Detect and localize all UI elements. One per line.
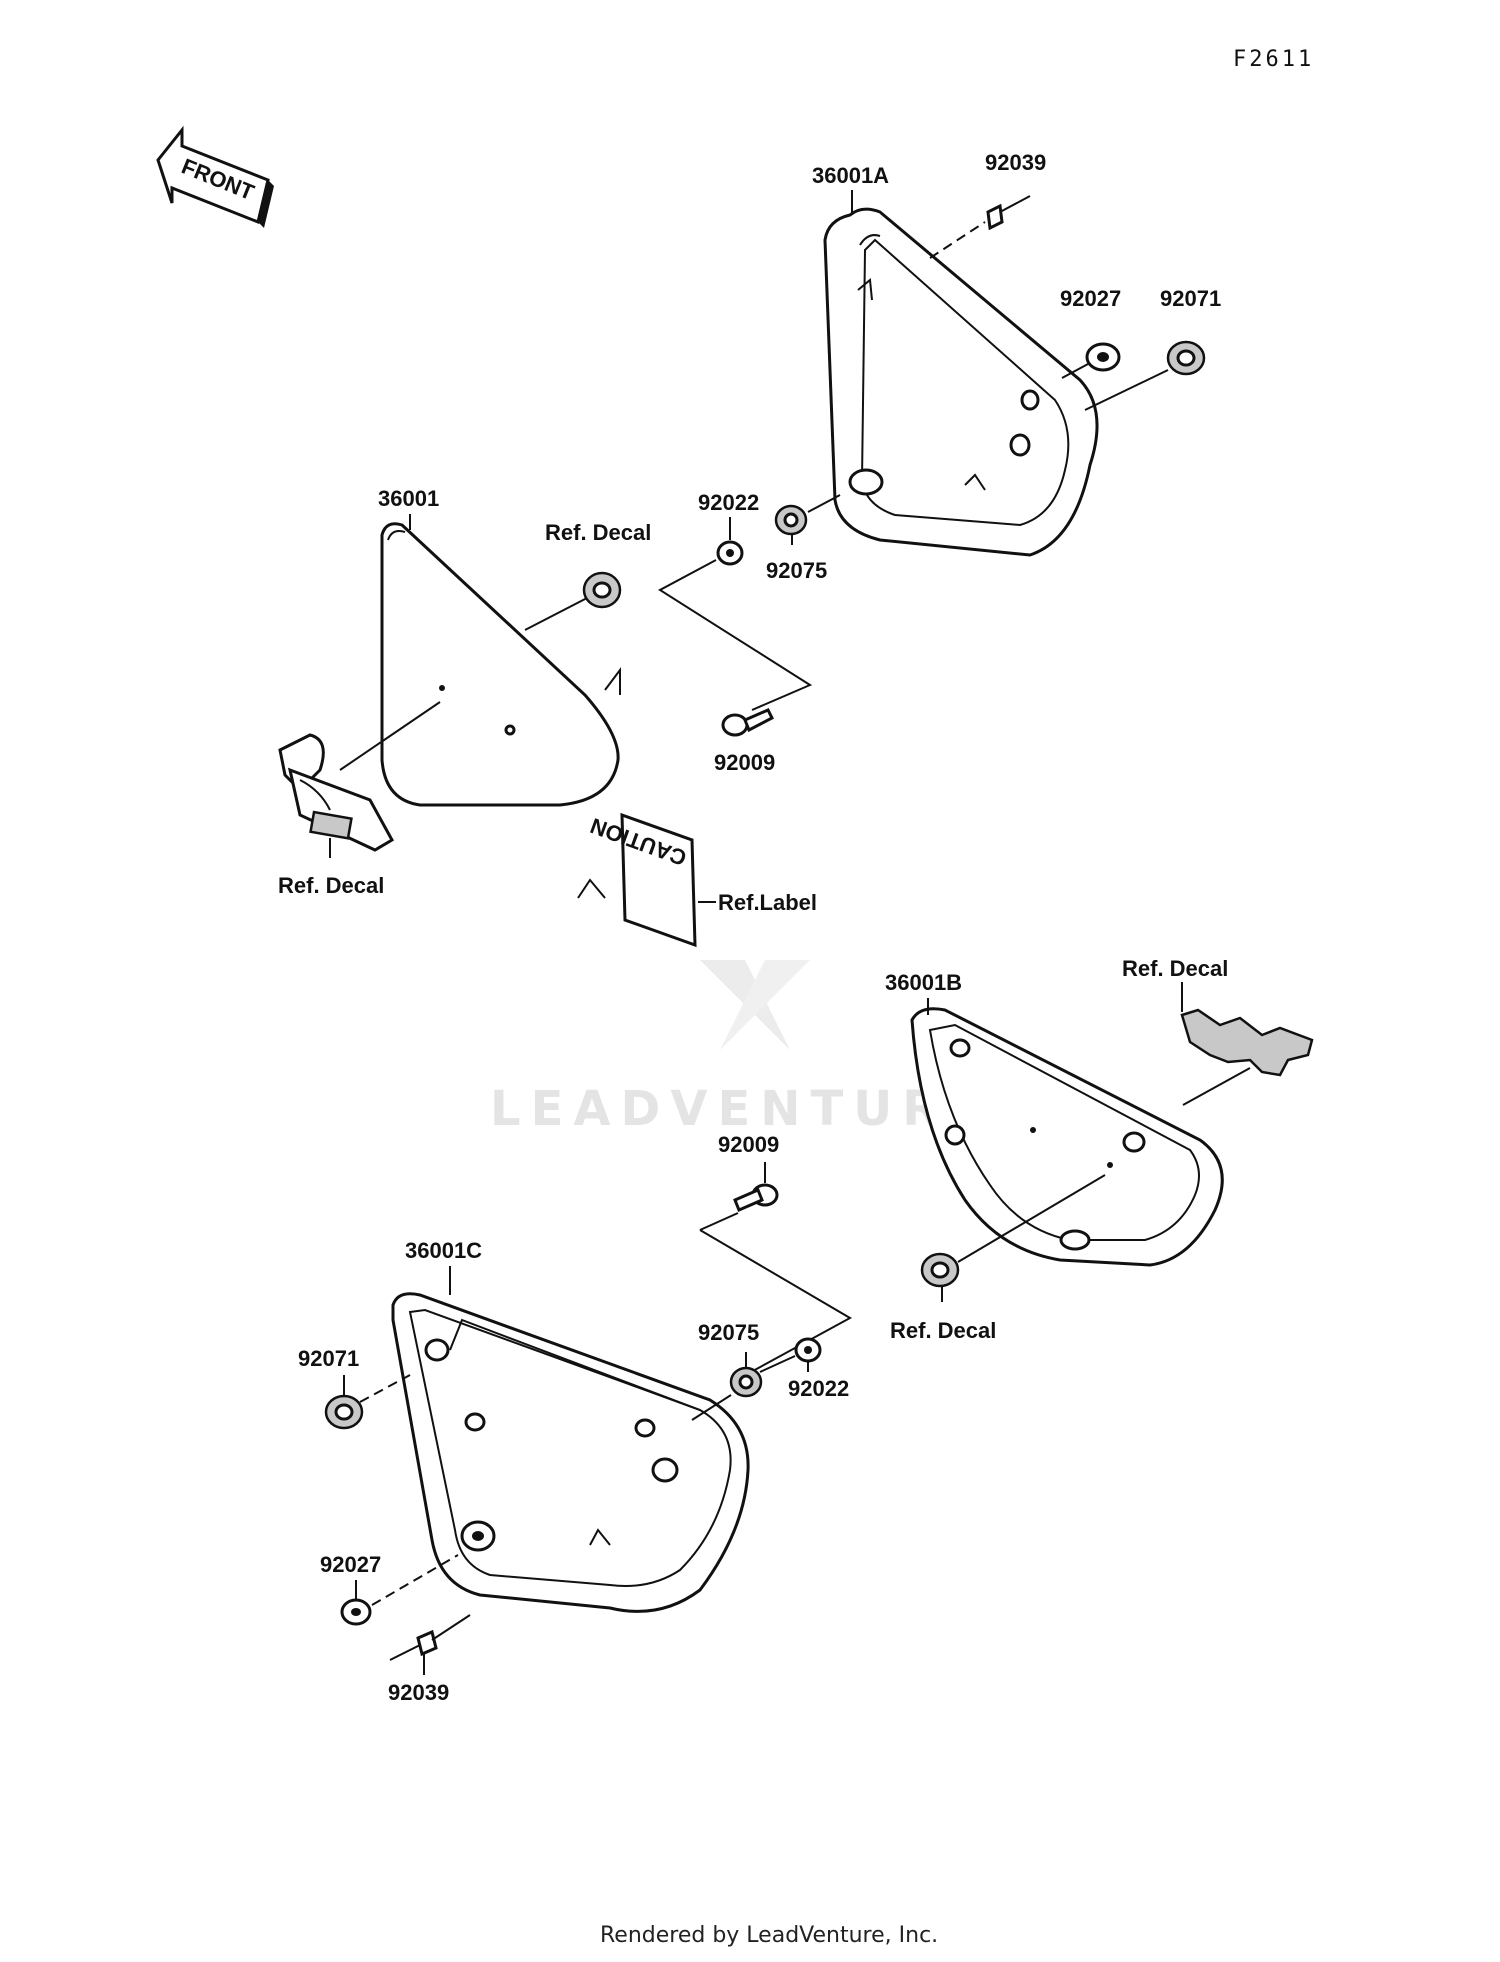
label-92022-top: 92022 bbox=[698, 490, 759, 515]
bolt-92009-top bbox=[721, 708, 775, 737]
ref-decal-strip bbox=[1180, 1008, 1314, 1077]
label-36001b: 36001B bbox=[885, 970, 962, 995]
collar-92027-top bbox=[1085, 342, 1121, 372]
label-ref-decal-vulcan: Ref. Decal bbox=[278, 873, 384, 898]
label-36001: 36001 bbox=[378, 486, 439, 511]
side-cover-36001b bbox=[910, 1007, 1224, 1267]
vulcan-decal bbox=[278, 733, 395, 852]
label-92071-top: 92071 bbox=[1160, 286, 1221, 311]
watermark-text: LEADVENTURE bbox=[490, 1081, 992, 1137]
label-92039-top: 92039 bbox=[985, 150, 1046, 175]
bolt-92009-bottom bbox=[733, 1183, 779, 1212]
label-ref-decal-1: Ref. Decal bbox=[545, 520, 651, 545]
footer-credit: Rendered by LeadVenture, Inc. bbox=[600, 1923, 938, 1948]
side-cover-36001a bbox=[823, 207, 1099, 557]
grommet-92075-top bbox=[774, 504, 808, 536]
screw-92039-bottom bbox=[389, 1629, 438, 1661]
label-36001c: 36001C bbox=[405, 1238, 482, 1263]
label-92009-top: 92009 bbox=[714, 750, 775, 775]
label-92075-bottom: 92075 bbox=[698, 1320, 759, 1345]
grommet-92071-bottom bbox=[324, 1394, 364, 1430]
diagram-code: F2611 bbox=[1233, 47, 1314, 72]
label-36001a: 36001A bbox=[812, 163, 889, 188]
label-92027-top: 92027 bbox=[1060, 286, 1121, 311]
label-92022-bottom: 92022 bbox=[788, 1376, 849, 1401]
screw-92039-top bbox=[986, 195, 1031, 231]
label-92071-bottom: 92071 bbox=[298, 1346, 359, 1371]
front-arrow-icon: FRONT bbox=[156, 125, 274, 228]
collar-92027-bottom bbox=[340, 1598, 372, 1626]
washer-92022-bottom bbox=[794, 1337, 822, 1363]
ref-decal-round-top bbox=[582, 571, 622, 609]
label-ref-decal-3: Ref. Decal bbox=[890, 1318, 996, 1343]
washer-92022-top bbox=[716, 540, 744, 566]
watermark-logo-icon bbox=[700, 960, 810, 1050]
label-ref-decal-2: Ref. Decal bbox=[1122, 956, 1228, 981]
caution-label: CAUTION bbox=[587, 812, 697, 948]
label-92027-bottom: 92027 bbox=[320, 1552, 381, 1577]
side-cover-36001c bbox=[391, 1292, 750, 1613]
side-cover-36001 bbox=[380, 522, 620, 807]
label-92075-top: 92075 bbox=[766, 558, 827, 583]
label-ref-label: Ref.Label bbox=[718, 890, 817, 915]
grommet-92071-top bbox=[1166, 340, 1206, 376]
ref-decal-round-bottom bbox=[920, 1252, 960, 1288]
grommet-92075-bottom bbox=[729, 1366, 763, 1398]
label-92039-bottom: 92039 bbox=[388, 1680, 449, 1705]
label-92009-bottom: 92009 bbox=[718, 1132, 779, 1157]
